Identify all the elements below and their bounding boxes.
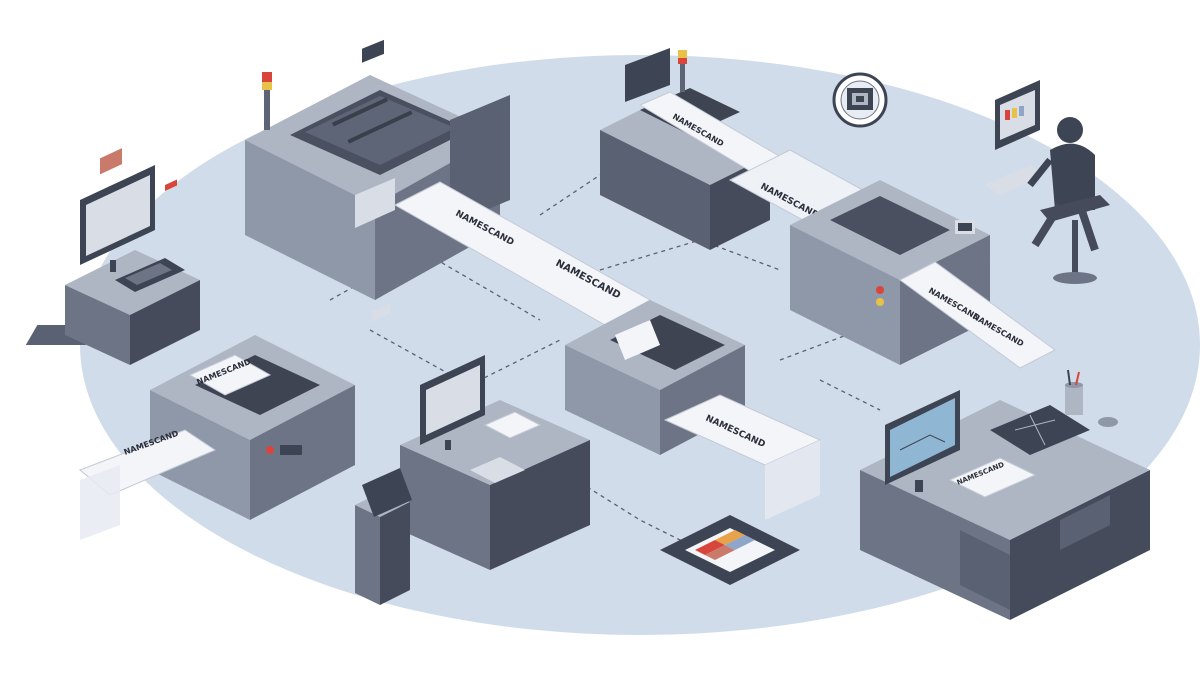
right-card-printer	[790, 180, 990, 365]
operator-figure	[985, 80, 1110, 284]
paper-feed-main: NAMESCAND NAMESCAND	[393, 181, 652, 326]
center-desk	[400, 355, 590, 570]
left-workstation	[65, 148, 200, 365]
monitor-icon	[80, 148, 155, 272]
right-desk: NAMESCAND	[860, 369, 1150, 620]
monitor-icon	[885, 390, 960, 492]
kiosk-terminal	[355, 303, 412, 605]
color-swatch-icon	[660, 515, 800, 585]
pencil-cup-icon	[1065, 369, 1083, 415]
network-icon	[832, 72, 888, 128]
paper-output-left: NAMESCAND NAMESCAND	[79, 354, 272, 540]
keypad-icon	[115, 258, 185, 292]
